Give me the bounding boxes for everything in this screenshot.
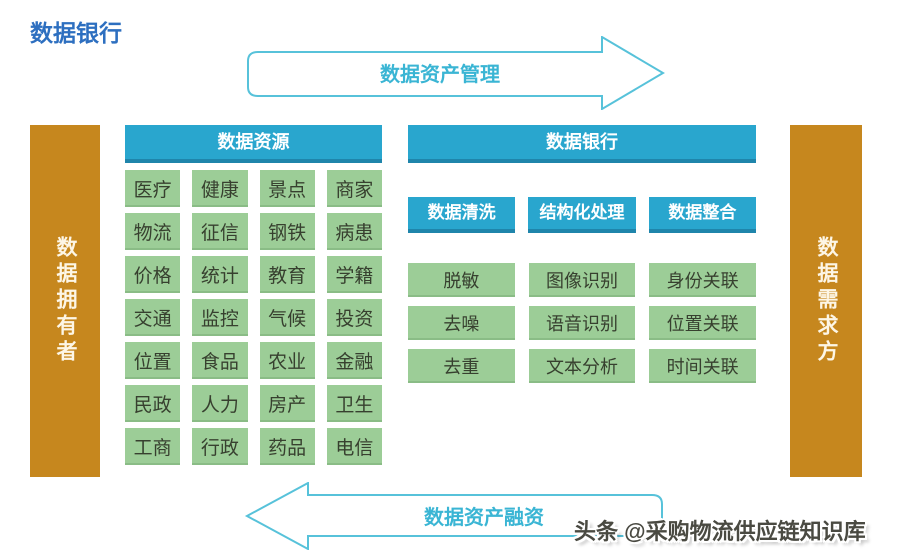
process-button-row: 数据清洗 结构化处理 数据整合 (408, 197, 756, 233)
resource-cell: 工商 (125, 428, 181, 465)
resource-cell: 病患 (326, 213, 382, 250)
resource-cell: 物流 (125, 213, 181, 250)
resource-cell: 医疗 (125, 170, 181, 207)
data-owner-bar: 数据拥有者 (30, 125, 100, 477)
data-demander-bar: 数据需求方 (790, 125, 862, 477)
resource-cell: 民政 (125, 385, 181, 422)
resource-cell: 景点 (259, 170, 315, 207)
resource-cell: 农业 (259, 342, 315, 379)
capability-cell: 去噪 (408, 306, 515, 340)
resource-cell: 商家 (326, 170, 382, 207)
data-resources-grid: 医疗 健康 景点 商家 物流 征信 钢铁 病患 价格 统计 教育 学籍 交通 监… (125, 170, 382, 465)
resource-cell: 统计 (192, 256, 248, 293)
resource-cell: 房产 (259, 385, 315, 422)
page-title: 数据银行 (30, 20, 122, 46)
capability-cell: 位置关联 (649, 306, 756, 340)
process-structuring-button: 结构化处理 (528, 197, 636, 233)
resource-cell: 钢铁 (259, 213, 315, 250)
resource-cell: 气候 (259, 299, 315, 336)
resource-cell: 教育 (259, 256, 315, 293)
resource-cell: 健康 (192, 170, 248, 207)
process-integration-button: 数据整合 (648, 197, 756, 233)
left-arrow-shape (244, 482, 663, 550)
bottom-flow-label: 数据资产融资 (424, 505, 544, 529)
resource-cell: 价格 (125, 256, 181, 293)
data-demander-label: 数据需求方 (815, 236, 838, 366)
capability-cell: 语音识别 (528, 306, 636, 340)
capability-cell: 身份关联 (649, 263, 756, 297)
data-bank-panel: 数据银行 数据清洗 结构化处理 数据整合 脱敏 图像识别 身份关联 去噪 语音识… (408, 125, 756, 383)
capability-grid: 脱敏 图像识别 身份关联 去噪 语音识别 位置关联 去重 文本分析 时间关联 (408, 263, 756, 383)
resource-cell: 食品 (192, 342, 248, 379)
resource-cell: 位置 (125, 342, 181, 379)
resource-cell: 药品 (259, 428, 315, 465)
capability-cell: 时间关联 (649, 349, 756, 383)
resource-cell: 监控 (192, 299, 248, 336)
capability-cell: 脱敏 (408, 263, 515, 297)
capability-cell: 去重 (408, 349, 515, 383)
right-arrow-shape (247, 36, 665, 110)
watermark: 头条 @采购物流供应链知识库 (574, 519, 866, 544)
resource-cell: 投资 (326, 299, 382, 336)
resource-cell: 学籍 (326, 256, 382, 293)
process-cleaning-button: 数据清洗 (408, 197, 516, 233)
capability-cell: 图像识别 (528, 263, 636, 297)
data-resources-header: 数据资源 (125, 125, 382, 163)
resource-cell: 行政 (192, 428, 248, 465)
resource-cell: 人力 (192, 385, 248, 422)
bottom-flow-arrow: 数据资产融资 (244, 482, 663, 550)
capability-cell: 文本分析 (528, 349, 636, 383)
resource-cell: 交通 (125, 299, 181, 336)
top-flow-arrow: 数据资产管理 (247, 36, 665, 110)
data-owner-label: 数据拥有者 (54, 236, 77, 366)
resource-cell: 金融 (326, 342, 382, 379)
resource-cell: 卫生 (326, 385, 382, 422)
data-resources-panel: 数据资源 医疗 健康 景点 商家 物流 征信 钢铁 病患 价格 统计 教育 学籍… (125, 125, 382, 465)
resource-cell: 电信 (326, 428, 382, 465)
top-flow-label: 数据资产管理 (380, 62, 500, 86)
data-bank-header: 数据银行 (408, 125, 756, 163)
resource-cell: 征信 (192, 213, 248, 250)
